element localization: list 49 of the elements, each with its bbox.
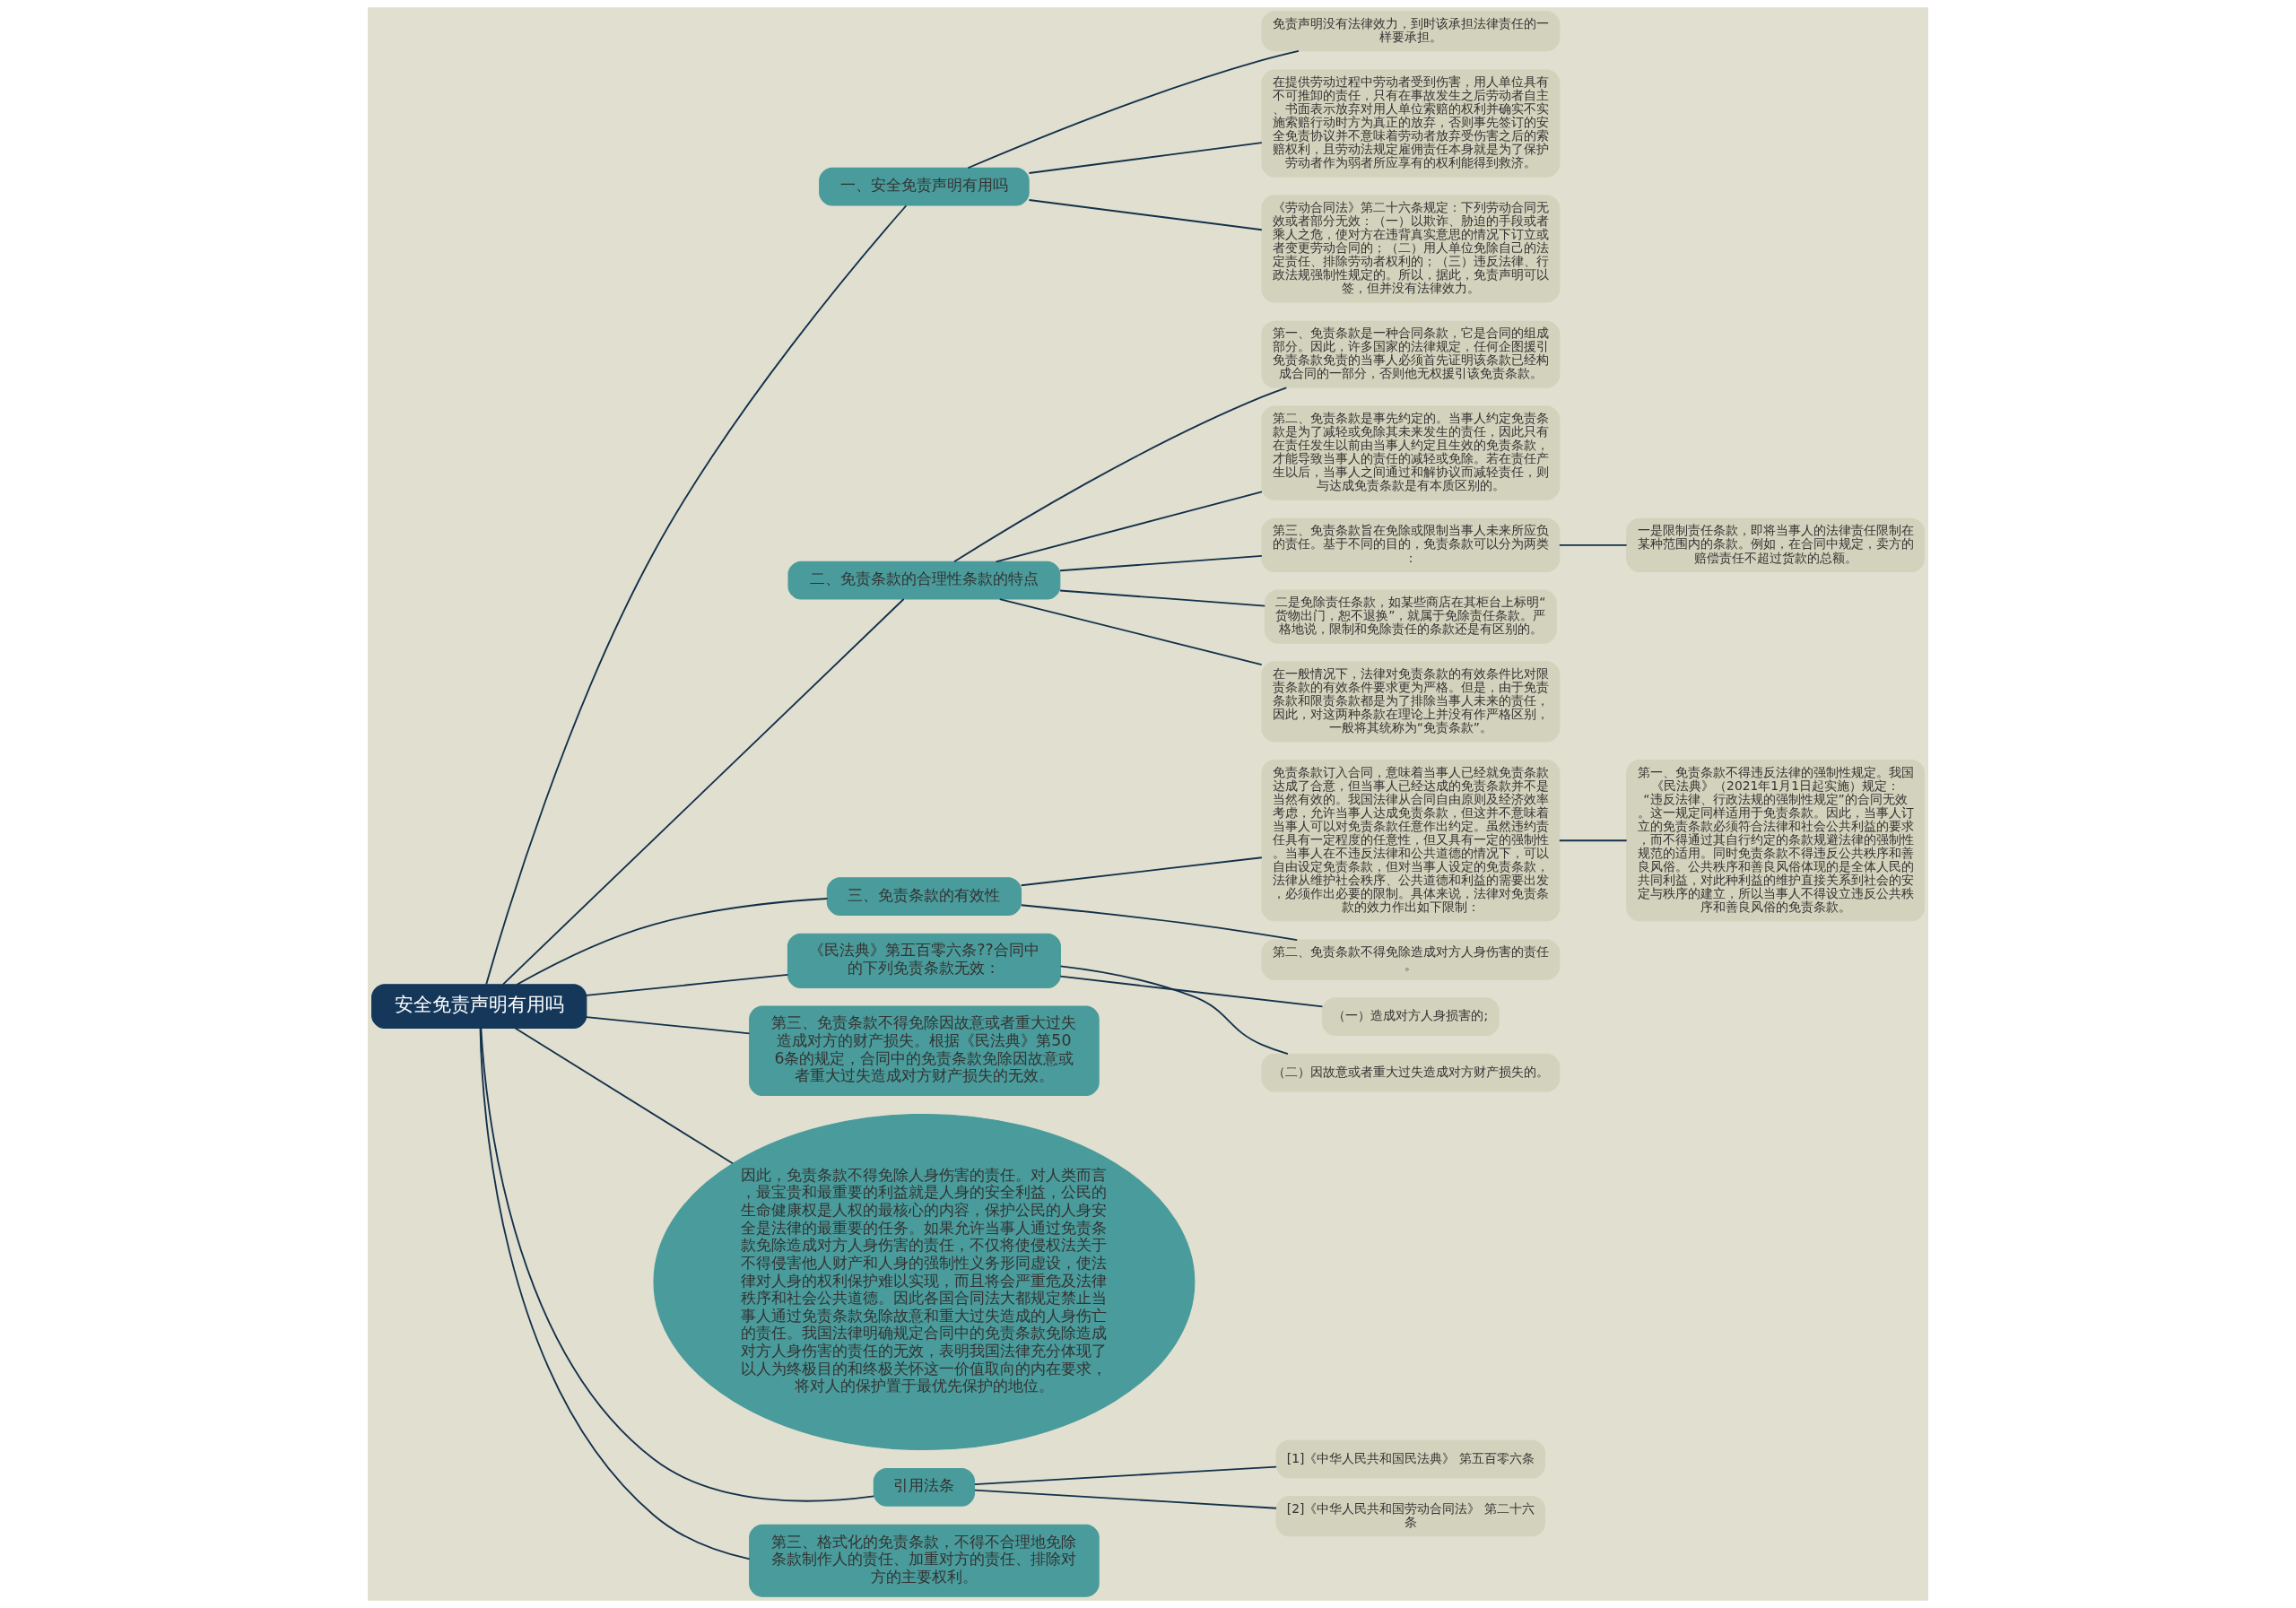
node-box: 《劳动合同法》第二十六条规定：下列劳动合同无效或者部分无效：（一）以欺诈、胁迫的手段或者乘人之危，使对方在违背真实意思的情况下订立或者变更劳动合同的；（二）用人单位免除自己的法定责任、排除劳动者权利的；（三）违反法律、行政法规强制性规定的。所以，据此，免责声明可以签，但并没有法律效力。 — [1261, 195, 1561, 303]
connector — [1020, 856, 1263, 887]
node-box: 《民法典》第五百零六条??合同中的下列免责条款无效： — [787, 933, 1061, 988]
node-box: [1]《中华人民共和国民法典》 第五百零六条 — [1275, 1439, 1546, 1479]
connector — [1558, 544, 1628, 546]
connector — [973, 1465, 1277, 1485]
node-box: 二、免责条款的合理性条款的特点 — [787, 561, 1061, 600]
node-box: 第三、格式化的免责条款，不得不合理地免除条款制作人的责任、加重对方的责任、排除对方的主要权利。 — [749, 1524, 1100, 1597]
node-box: 第三、免责条款不得免除因故意或者重大过失造成对方的财产损失。根据《民法典》第506条的规定，合同中的免责条款免除因故意或者重大过失造成对方财产损失的无效。 — [749, 1005, 1100, 1097]
connector — [1558, 839, 1628, 842]
node-box: （一）造成对方人身损害的; — [1322, 997, 1500, 1037]
connector — [480, 1027, 875, 1502]
node-box: 在一般情况下，法律对免责条款的有效条件比对限责条款的有效条件要求更为严格。但是，由于免责条款和限责条款都是为了排除当事人未来的责任，因此，对这两种条款在理论上并没有作严格区别，一般将其统称为“免责条款”。 — [1261, 661, 1561, 743]
connector — [1059, 975, 1324, 1008]
connector — [1059, 589, 1266, 607]
connector — [1059, 965, 1289, 1056]
node-box: 一、安全免责声明有用吗 — [819, 167, 1030, 206]
connector — [1020, 904, 1299, 942]
node-box: 第二、免责条款是事先约定的。当事人约定免责条款是为了减轻或免除其未来发生的责任，因此只有在责任发生以前由当事人约定且生效的免责条款，才能导致当事人的责任的减轻或免除。若在责任产生以后，当事人之间通过和解协议而减轻责任，则与达成免责条款是有本质区别的。 — [1261, 405, 1561, 500]
connector — [1028, 142, 1263, 174]
connector — [479, 1027, 751, 1560]
node-ellipse: 因此，免责条款不得免除人身伤害的责任。对人类而言，最宝贵和最重要的利益就是人身的安全利益，公民的生命健康权是人权的最核心的内容，保护公民的人身安全是法律的最重要的任务。如果允许当事人通过免责条款免除造成对方人身伤害的责任，不仅将使侵权法关于不得侵害他人财产和人身的强制性义务形同虚设，使法律对人身的权利保护难以实现，而且将会严重危及法律秩序和社会公共道德。因此各国合同法大都规定禁止当事人通过免责条款免除故意和重大过失造成的人身伤亡的责任。我国法律明确规定合同中的免责条款免除造成对方人身伤害的责任的无效，表明我国法律充分体现了以人为终极目的和终极关怀这一价值取向的内在要求，将对人的保护置于最优先保护的地位。 — [653, 1113, 1196, 1451]
connector — [586, 973, 789, 996]
node-box: 免责条款订入合同，意味着当事人已经就免责条款达成了合意，但当事人已经达成的免责条款并不是当然有效的。我国法律从合同自由原则及经济效率考虑，允许当事人达成免责条款，但这并不意味着当事人可以对免责条款任意作出约定。虽然违约责任具有一定程度的任意性，但又具有一定的强制性。当事人在不违反法律和公共道德的情况下，可以自由设定免责条款，但对当事人设定的免责条款，法律从维护社会秩序、公共道德和利益的需要出发，必须作出必要的限制。具体来说，法律对免责条款的效力作出如下限制： — [1261, 760, 1561, 922]
node-box: 免责声明没有法律效力，到时该承担法律责任的一样要承担。 — [1261, 11, 1561, 52]
node-box: （二）因故意或者重大过失造成对方财产损失的。 — [1261, 1053, 1561, 1092]
connector — [995, 491, 1263, 563]
connector — [953, 387, 1288, 563]
node-box: 第一、免责条款是一种合同条款，它是合同的组成部分。因此，许多国家的法律规定，任何企图援引免责条款免责的当事人必须首先证明该条款已经构成合同的一部分，否则他无权援引该免责条款。 — [1261, 320, 1561, 388]
node-box: 安全免责声明有用吗 — [371, 984, 587, 1029]
connector — [514, 1027, 734, 1165]
node-box: 三、免责条款的有效性 — [826, 877, 1022, 916]
node-box: 在提供劳动过程中劳动者受到伤害，用人单位具有不可推卸的责任，只有在事故发生之后劳动者自主、书面表示放弃对用人单位索赔的权利并确实不实施索赔行动时方为真正的放弃，否则事先签订的安全免责协议并不意味着劳动者放弃受伤害之后的索赔权利，且劳动法规定雇佣责任本身就是为了保护劳动者作为弱者所应享有的权利能得到救济。 — [1261, 69, 1561, 178]
node-box: [2]《中华人民共和国劳动合同法》 第二十六条 — [1275, 1496, 1546, 1537]
connector — [516, 898, 829, 986]
node-box: 第三、免责条款旨在免除或限制当事人未来所应负的责任。基于不同的目的，免责条款可以分为两类： — [1261, 517, 1561, 572]
node-box: 引用法条 — [873, 1467, 976, 1507]
node-box: 二是免除责任条款，如某些商店在其柜台上标明“货物出门，恕不退换”，就属于免除责任条款。严格地说，限制和免除责任的条款还是有区别的。 — [1264, 589, 1557, 644]
connector — [1059, 554, 1263, 572]
node-box: 第二、免责条款不得免除造成对方人身伤害的责任。 — [1261, 939, 1561, 980]
node-box: 第一、免责条款不得违反法律的强制性规定。我国《民法典》（2021年1月1日起实施）规定：“违反法律、行政法规的强制性规定”的合同无效。这一规定同样适用于免责条款。因此，当事人订立的免责条款必须符合法律和社会公共利益的要求，而不得通过其自行约定的条款规避法律的强制性规范的适用。同时免责条款不得违反公共秩序和善良风俗。公共秩序和善良风俗体现的是全体人民的共同利益，对此种利益的维护直接关系到社会的安定与秩序的建立，所以当事人不得设立违反公共秩序和善良风俗的免责条款。 — [1626, 760, 1925, 922]
connector — [501, 598, 905, 986]
connector — [967, 49, 1300, 169]
connector — [998, 598, 1263, 666]
connector — [485, 204, 908, 986]
connector — [973, 1489, 1277, 1509]
connector — [586, 1016, 751, 1035]
node-box: 一是限制责任条款，即将当事人的法律责任限制在某种范围内的条款。例如，在合同中规定，卖方的赔偿责任不超过货款的总额。 — [1626, 517, 1925, 572]
connector — [1028, 199, 1263, 231]
